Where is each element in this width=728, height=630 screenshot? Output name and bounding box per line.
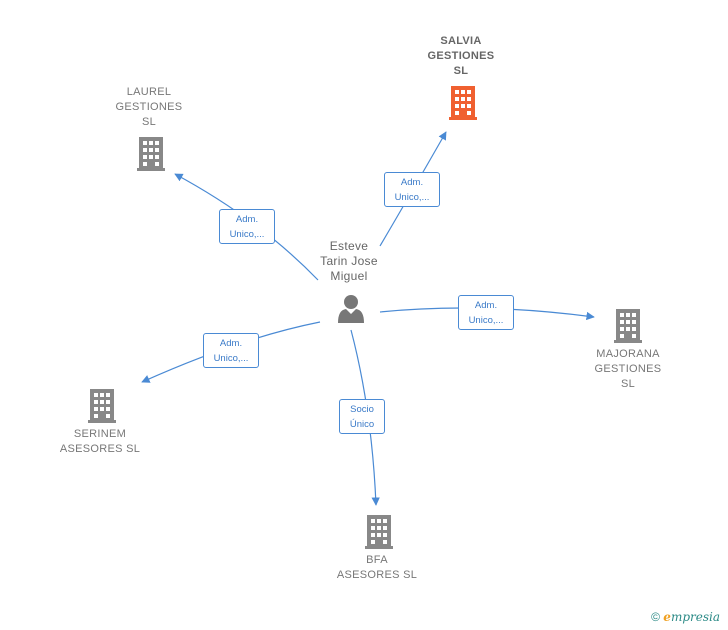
company-label-laurel[interactable]: LAUREL GESTIONES SL [115,86,183,128]
brand-initial: e [663,610,671,624]
copyright-symbol: © [651,610,660,624]
building-icon-bfa[interactable] [365,515,393,549]
edge-label-bfa: Socio Único [339,399,385,434]
building-icon-laurel[interactable] [137,137,165,171]
company-label-salvia[interactable]: SALVIA GESTIONES SL [427,35,495,77]
edge-label-salvia: Adm. Unico,... [384,172,440,207]
person-label[interactable]: Esteve Tarin Jose Miguel [320,239,378,283]
brand-footer[interactable]: © empresia [651,610,720,624]
building-icon-serinem[interactable] [88,389,116,423]
company-label-serinem[interactable]: SERINEM ASESORES SL [59,428,141,455]
brand-name: mpresia [670,610,720,624]
edge-label-serinem: Adm. Unico,... [203,333,259,368]
building-icon-salvia[interactable] [449,86,477,120]
company-label-majorana[interactable]: MAJORANA GESTIONES SL [594,348,662,390]
person-icon[interactable] [338,295,364,323]
building-icon-majorana[interactable] [614,309,642,343]
company-label-bfa[interactable]: BFA ASESORES SL [336,554,418,581]
edge-label-majorana: Adm. Unico,... [458,295,514,330]
edge-label-laurel: Adm. Unico,... [219,209,275,244]
